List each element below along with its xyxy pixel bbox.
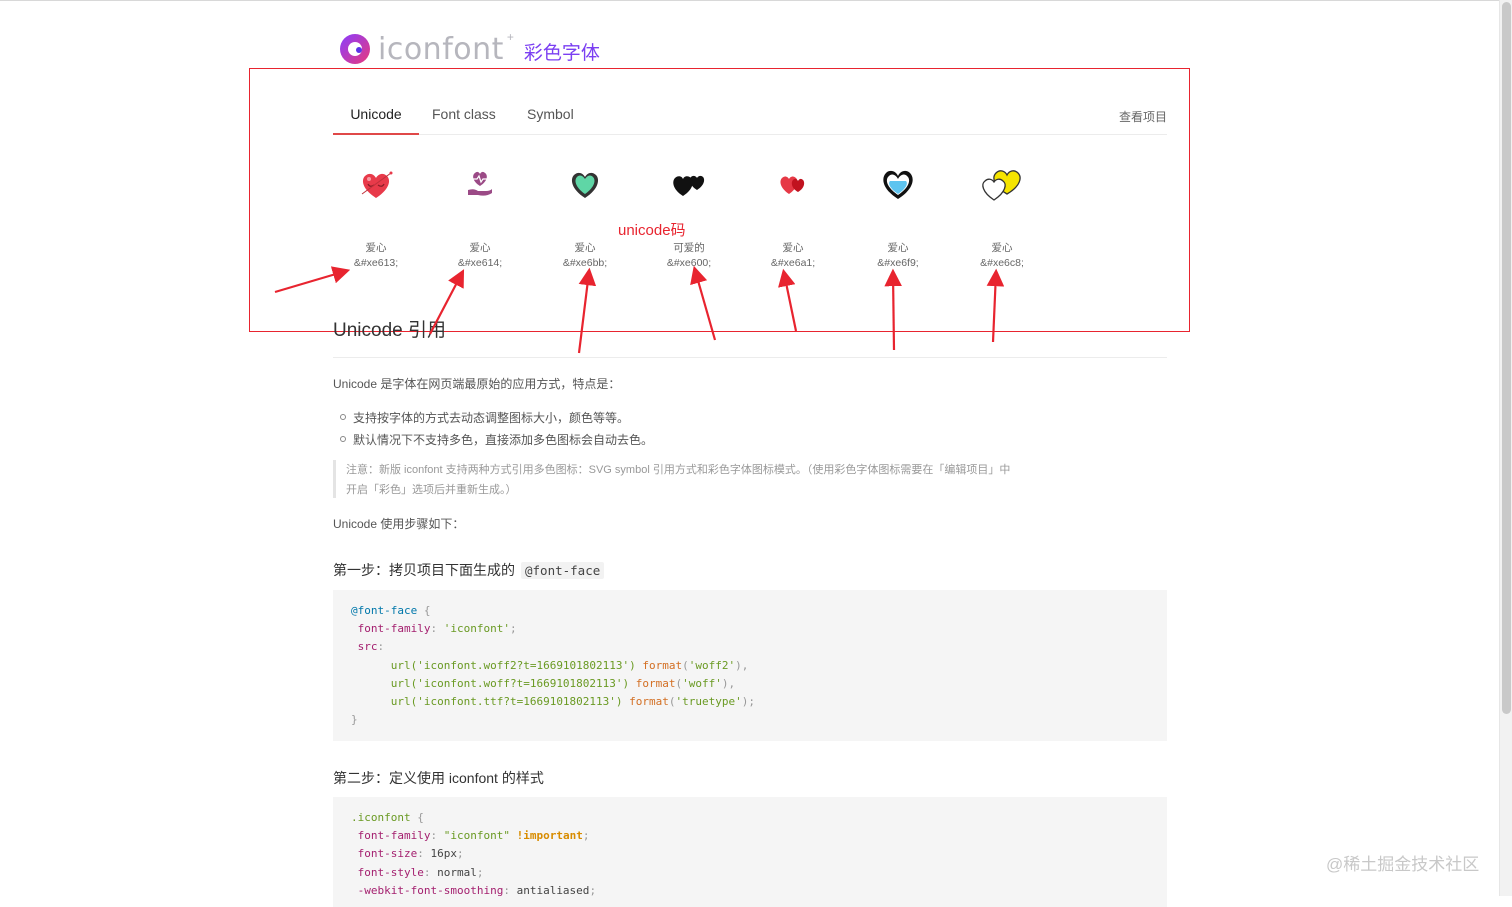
icon-unicode: &#xe613; — [353, 257, 399, 269]
code-token: antialiased — [516, 883, 590, 897]
code-token: format — [629, 695, 669, 709]
annotation-arrow — [577, 267, 597, 354]
iconfont-logo-icon — [340, 34, 370, 64]
code-token: 'iconfont' — [443, 622, 510, 636]
heart-green-icon[interactable] — [533, 164, 637, 204]
tab-bar: Unicode Font class Symbol 查看项目 — [333, 96, 1167, 135]
code-token: 'woff2' — [688, 658, 736, 672]
code-token: "iconfont" — [443, 829, 510, 843]
code-token: 16px — [430, 847, 457, 861]
icon-name: 爱心 — [574, 242, 596, 254]
logo-subtitle: 彩色字体 — [523, 42, 600, 64]
annotation-arrow — [986, 268, 1005, 343]
code-token: ), — [735, 658, 749, 672]
annotation-arrow — [274, 266, 351, 294]
watermark: @稀土掘金技术社区 — [1326, 855, 1480, 874]
code-token: font-family — [357, 622, 431, 636]
double-heart-black-icon[interactable] — [637, 164, 741, 204]
code-token: font-style — [357, 865, 424, 879]
icon-unicode: &#xe6c8; — [980, 257, 1024, 269]
tab-unicode[interactable]: Unicode — [333, 106, 419, 135]
heart-cupid-icon[interactable] — [324, 164, 428, 204]
note-line: 注意：新版 iconfont 支持两种方式引用多色图标：SVG symbol 引… — [346, 464, 1011, 476]
view-project-link[interactable]: 查看项目 — [1118, 110, 1167, 124]
code-token: font-size — [357, 847, 418, 861]
code-token: format — [635, 676, 676, 690]
icon-unicode: &#xe6bb; — [562, 257, 608, 269]
annotation-arrow — [690, 265, 717, 341]
note-line: 开启「彩色」选项后并重新生成。） — [346, 484, 517, 496]
code-token: -webkit-font-smoothing — [357, 883, 504, 897]
code-token: !important — [516, 829, 583, 843]
list-item: 默认情况下不支持多色，直接添加多色图标会自动去色。 — [339, 433, 654, 447]
annotation-label: unicode码 — [618, 222, 686, 239]
section-divider — [333, 357, 1167, 358]
code-token: 'truetype' — [675, 695, 742, 709]
code-token: url('iconfont.woff2?t=1669101802113') — [390, 658, 636, 672]
icon-name: 爱心 — [782, 242, 804, 254]
icon-name: 爱心 — [365, 242, 387, 254]
note-blockquote: 注意：新版 iconfont 支持两种方式引用多色图标：SVG symbol 引… — [333, 460, 1033, 498]
code-token: ); — [741, 695, 756, 709]
tab-font-class[interactable]: Font class — [432, 106, 496, 122]
code-token: @font-face — [351, 604, 418, 617]
logo-plus: + — [506, 30, 514, 44]
code-block-iconfont-class[interactable]: .iconfont { font-family: "iconfont" !imp… — [333, 797, 1167, 907]
code-token: normal — [437, 865, 477, 879]
code-token: .iconfont — [351, 811, 411, 824]
inline-code: @font-face — [521, 562, 605, 579]
vertical-scrollbar[interactable] — [1499, 0, 1512, 896]
code-token: ), — [721, 676, 736, 690]
double-heart-yellow-icon[interactable] — [950, 164, 1054, 204]
icon-unicode: &#xe6f9; — [877, 257, 919, 269]
step-two-heading: 第二步：定义使用 iconfont 的样式 — [333, 770, 544, 786]
tab-symbol[interactable]: Symbol — [527, 106, 574, 122]
code-token: url('iconfont.woff?t=1669101802113') — [390, 676, 630, 690]
usage-text: Unicode 使用步骤如下： — [333, 517, 465, 531]
code-token: font-family — [357, 829, 431, 843]
code-token: src — [357, 640, 378, 654]
icon-name: 爱心 — [991, 242, 1013, 254]
icon-unicode: &#xe6a1; — [770, 257, 816, 269]
annotation-arrow — [884, 268, 902, 351]
logo-word: iconfont — [378, 31, 504, 67]
step-one-heading: 第一步：拷贝项目下面生成的 @font-face — [333, 560, 605, 580]
annotation-highlight-box — [249, 68, 1190, 332]
section-title: Unicode 引用 — [333, 320, 446, 341]
icon-name: 爱心 — [469, 242, 491, 254]
code-token: 'woff' — [682, 676, 722, 690]
annotation-arrow — [778, 268, 798, 332]
heart-red-icon[interactable] — [741, 164, 845, 204]
code-token: format — [642, 658, 683, 672]
heart-in-hand-icon[interactable] — [428, 164, 532, 204]
code-token: url('iconfont.ttf?t=1669101802113') — [390, 695, 623, 709]
icon-name: 可爱的 — [673, 242, 705, 254]
icon-name: 爱心 — [887, 242, 909, 254]
step-one-text: 第一步：拷贝项目下面生成的 — [333, 562, 515, 578]
annotation-arrow — [429, 269, 465, 335]
list-item: 支持按字体的方式去动态调整图标大小，颜色等等。 — [339, 411, 630, 425]
scrollbar-thumb[interactable] — [1502, 2, 1511, 714]
heart-blue-icon[interactable] — [846, 164, 950, 204]
code-block-font-face[interactable]: @font-face { font-family: 'iconfont'; sr… — [333, 590, 1167, 741]
top-border — [0, 0, 1512, 1]
intro-text: Unicode 是字体在网页端最原始的应用方式，特点是： — [333, 377, 621, 391]
icon-unicode: &#xe614; — [457, 257, 503, 269]
iconfont-logo[interactable]: iconfont + 彩色字体 — [340, 30, 600, 67]
